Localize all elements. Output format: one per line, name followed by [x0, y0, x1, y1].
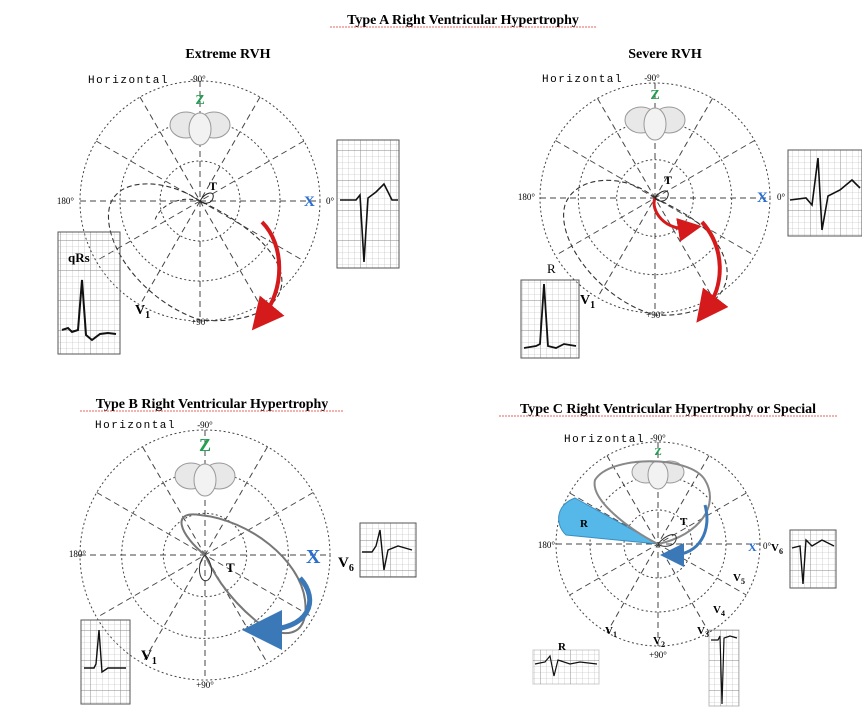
degree-left-label: 180° — [57, 196, 75, 206]
panel-title: Severe RVH — [628, 47, 702, 62]
qrs-loop — [593, 460, 711, 546]
panel-title: Extreme RVH — [185, 47, 270, 62]
t-loop-label: T — [664, 173, 672, 187]
lead-v6-label: V6 — [338, 555, 354, 574]
panel-title: Type B Right Ventricular Hypertrophy — [96, 397, 329, 412]
panel-title: Type C Right Ventricular Hypertrophy or … — [520, 402, 816, 417]
torso-icon — [624, 106, 686, 141]
blue-rotation-arrow — [660, 504, 709, 567]
x-axis-label: X — [757, 190, 768, 206]
z-axis-label: Z — [195, 93, 204, 108]
panel-type-b: Type B Right Ventricular Hypertrophy Hor… — [69, 397, 417, 705]
ecg-inset-v1 — [520, 279, 580, 359]
panel-severe-rvh: Severe RVH Horizontal -90° 180° 0° +90° … — [518, 47, 862, 359]
red-initial-arrow — [652, 197, 702, 242]
ecg-inset-v6 — [359, 522, 417, 578]
r-sector-label: R — [580, 518, 589, 530]
plane-label: Horizontal — [88, 75, 169, 87]
degree-left-label: 180° — [538, 540, 556, 550]
degree-top-label: -90° — [197, 420, 213, 430]
lead-v1-label: V1 — [141, 648, 157, 667]
ecg-inset-v1 — [80, 619, 131, 705]
ecg-inset-v3 — [708, 629, 740, 707]
degree-right-label: 0° — [326, 196, 335, 206]
degree-right-label: 0° — [763, 541, 772, 551]
grid-spoke — [95, 140, 305, 262]
degree-bottom-label: +90° — [649, 650, 667, 660]
panel-type-c: Type C Right Ventricular Hypertrophy or … — [499, 402, 838, 707]
lead-v1-label: V1 — [580, 293, 595, 311]
x-axis-label: X — [304, 194, 315, 210]
degree-right-label: 0° — [777, 192, 786, 202]
qrs-loop — [180, 513, 307, 634]
t-loop — [199, 192, 214, 204]
torso-icon — [169, 111, 231, 146]
blue-rotation-arrow — [242, 576, 313, 650]
lead-v1-label: V1 — [605, 625, 617, 639]
z-axis-label: Z — [199, 435, 211, 455]
plane-label: Horizontal — [542, 74, 623, 86]
degree-bottom-label: +90° — [196, 680, 214, 690]
red-rotation-arrow — [696, 220, 729, 323]
z-axis-label: Z — [654, 446, 661, 458]
qrs-loop — [563, 179, 728, 316]
t-loop-label: T — [226, 560, 235, 575]
lead-v2-label: V2 — [653, 635, 665, 649]
ecg-label: qRs — [68, 250, 90, 265]
torso-icon — [631, 460, 685, 490]
degree-left-label: 180° — [69, 549, 87, 559]
t-loop-label: T — [209, 179, 217, 193]
degree-top-label: -90° — [190, 74, 206, 84]
plane-label: Horizontal — [564, 434, 645, 446]
t-loop — [654, 190, 669, 202]
z-axis-label: Z — [650, 88, 659, 103]
t-loop-label: T — [680, 516, 688, 528]
ecg-label: R — [547, 261, 556, 276]
ecg-label: R — [558, 641, 567, 653]
degree-top-label: -90° — [650, 433, 666, 443]
lead-v3-label: V3 — [697, 625, 709, 639]
ecg-inset-v6 — [787, 149, 862, 237]
lead-v1-label: V1 — [135, 303, 150, 321]
ecg-inset-v1 — [57, 231, 121, 355]
x-axis-label: X — [306, 546, 321, 568]
degree-left-label: 180° — [518, 192, 536, 202]
lead-v4-label: V4 — [713, 604, 725, 618]
ecg-inset-v1 — [532, 649, 600, 685]
panel-extreme-rvh: Extreme RVH Horizontal -90° 180° 0° +90°… — [57, 47, 400, 355]
lead-v5-label: V5 — [733, 572, 745, 586]
x-axis-label: X — [748, 540, 757, 554]
ecg-inset-v6 — [789, 529, 837, 589]
red-rotation-arrow — [251, 220, 285, 331]
grid-ring — [79, 80, 321, 322]
qrs-loop-initial — [154, 198, 201, 221]
qrs-loop — [108, 183, 283, 322]
r-vector-sector — [558, 497, 659, 545]
torso-icon — [174, 462, 236, 497]
degree-bottom-label: +90° — [191, 317, 209, 327]
degree-top-label: -90° — [644, 73, 660, 83]
ecg-inset-v6 — [336, 139, 400, 269]
lead-v6-label: V6 — [771, 542, 783, 556]
t-loop — [198, 554, 213, 582]
plane-label: Horizontal — [95, 420, 176, 432]
figure-title: Type A Right Ventricular Hypertrophy — [347, 13, 579, 28]
